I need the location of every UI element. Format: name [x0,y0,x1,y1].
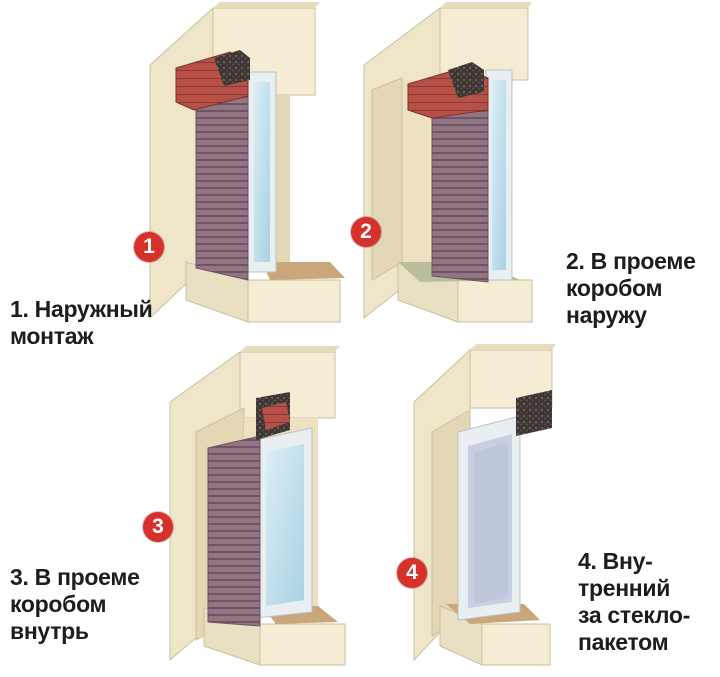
roller-shutter [195,79,249,281]
diagram-2-in-opening-outside [363,2,533,323]
window-sill [262,262,345,280]
badge-4: 4 [397,558,427,588]
caption-4: 4. Вну- тренний за стекло- пакетом [578,548,690,656]
badge-3: 3 [143,512,173,542]
window-glass [492,80,506,270]
lintel-top [470,344,556,350]
reveal-side [371,77,403,281]
sill-wall [481,623,551,666]
roller-shutter [207,435,261,627]
diagram-4-internal-behind-glass [413,344,556,666]
sill-wall [259,623,346,666]
caption-2-line-3: наружу [566,302,647,328]
caption-1-line-1: 1. Наружный [10,296,153,322]
window-glass [266,444,304,606]
badge-2: 2 [351,217,381,247]
badge-1: 1 [134,232,164,262]
box-insulation [448,62,484,98]
shutter-box [516,390,552,436]
caption-3-line-3: внутрь [10,618,89,644]
caption-4-line-3: за стекло- [578,602,690,628]
caption-4-line-4: пакетом [578,629,669,655]
sill-wall [457,279,533,323]
roller-shutter [431,95,489,283]
lintel-top [213,2,320,8]
window-glass [254,82,270,262]
lintel-top [240,346,340,352]
diagram-1-external-mount [149,2,345,323]
diagram-3-in-opening-inside [169,346,346,666]
box-insulation [214,50,250,86]
caption-3-line-1: 3. В проеме [10,564,140,590]
caption-3: 3. В проеме коробом внутрь [10,564,140,645]
caption-1-line-2: монтаж [10,323,94,349]
caption-2-line-2: коробом [566,275,663,301]
caption-3-line-2: коробом [10,591,107,617]
inner-blind [474,442,508,604]
caption-2-line-1: 2. В проеме [566,248,696,274]
box-brick [262,402,290,430]
caption-2: 2. В проеме коробом наружу [566,248,696,329]
sill-wall [247,279,341,323]
caption-1: 1. Наружный монтаж [10,296,153,350]
caption-4-line-1: 4. Вну- [578,548,653,574]
caption-4-line-2: тренний [578,575,671,601]
lintel-top [440,2,532,8]
